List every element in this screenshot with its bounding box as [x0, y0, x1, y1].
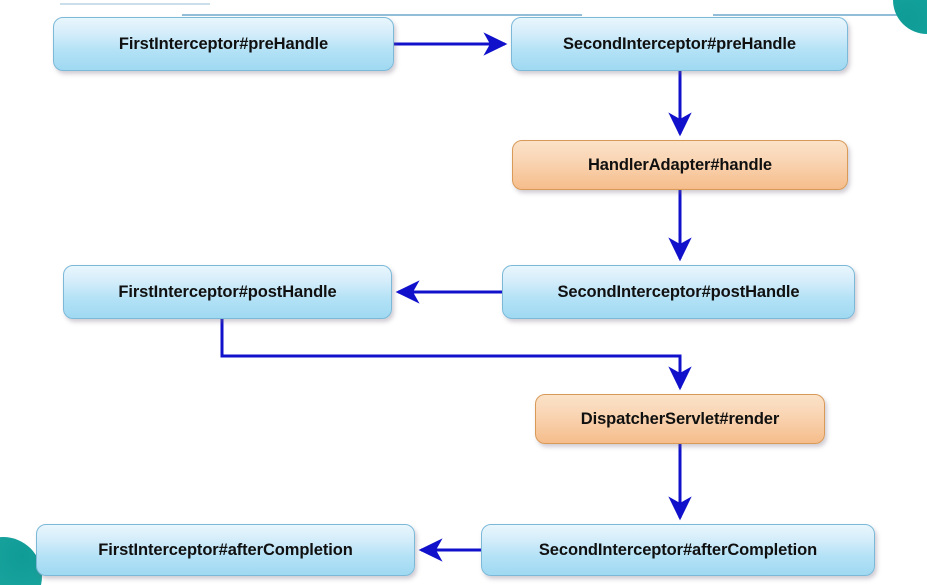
node-label: SecondInterceptor#postHandle: [557, 282, 800, 301]
node-second-interceptor-prehandle[interactable]: SecondInterceptor#preHandle: [511, 17, 848, 71]
node-label: FirstInterceptor#preHandle: [118, 34, 329, 53]
node-handler-adapter-handle[interactable]: HandlerAdapter#handle: [512, 140, 848, 190]
top-divider-right: [713, 14, 927, 16]
node-second-interceptor-aftercompletion[interactable]: SecondInterceptor#afterCompletion: [481, 524, 875, 576]
top-divider-middle: [182, 14, 582, 16]
edge-first-post-to-render: [220, 319, 692, 391]
node-label: HandlerAdapter#handle: [587, 155, 773, 174]
node-label: FirstInterceptor#afterCompletion: [98, 540, 353, 559]
node-label: SecondInterceptor#afterCompletion: [538, 540, 818, 559]
top-divider-left: [60, 3, 210, 5]
node-second-interceptor-posthandle[interactable]: SecondInterceptor#postHandle: [502, 265, 855, 319]
node-first-interceptor-prehandle[interactable]: FirstInterceptor#preHandle: [53, 17, 394, 71]
node-first-interceptor-aftercompletion[interactable]: FirstInterceptor#afterCompletion: [36, 524, 415, 576]
node-label: FirstInterceptor#postHandle: [118, 282, 337, 301]
node-first-interceptor-posthandle[interactable]: FirstInterceptor#postHandle: [63, 265, 392, 319]
node-label: SecondInterceptor#preHandle: [563, 34, 796, 53]
node-label: DispatcherServlet#render: [580, 409, 780, 428]
node-dispatcher-servlet-render[interactable]: DispatcherServlet#render: [535, 394, 825, 444]
corner-ornament-top-right-icon: [893, 0, 927, 34]
